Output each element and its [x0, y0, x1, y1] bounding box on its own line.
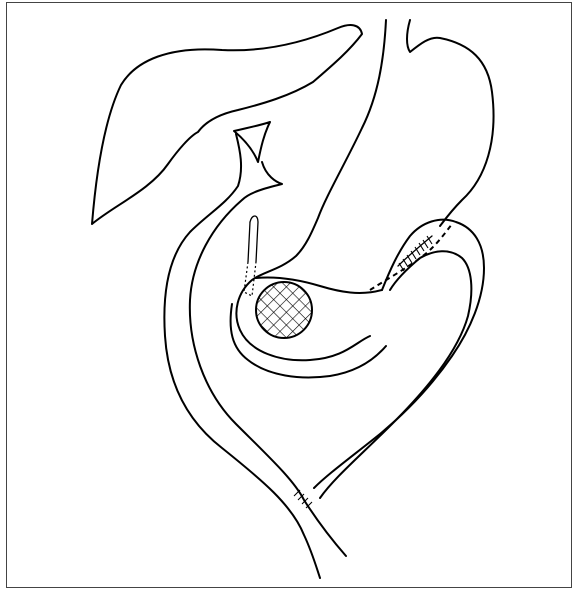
jejunal-loop-outer: [320, 251, 471, 498]
anastomosis-hatched-circle: [256, 282, 312, 338]
liver-outline: [92, 25, 362, 224]
drain-tube-left: [248, 222, 250, 262]
stomach-right-wall: [407, 20, 494, 226]
drain-tube: [250, 216, 258, 262]
